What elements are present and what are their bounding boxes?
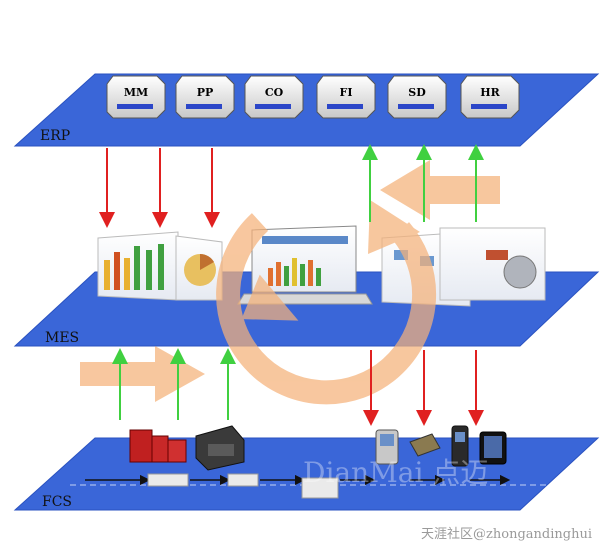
erp-to-mes-arrows — [99, 148, 220, 228]
fcs-plc-devices — [129, 425, 245, 471]
erp-module-label: HR — [480, 86, 500, 99]
erp-module-pp[interactable]: PP — [175, 75, 235, 119]
erp-module-mm[interactable]: MM — [106, 75, 166, 119]
fcs-to-mes-arrows — [112, 348, 236, 420]
brand-watermark: DianMai 点迈 — [303, 456, 488, 489]
data-flow-arrows — [80, 160, 500, 405]
mes-to-erp-arrows — [362, 144, 484, 222]
mes-chart-screens — [97, 231, 223, 301]
fcs-process-route — [70, 473, 548, 499]
erp-module-fi[interactable]: FI — [316, 75, 376, 119]
erp-label: ERP — [40, 128, 70, 144]
erp-module-co[interactable]: CO — [244, 75, 304, 119]
mes-label: MES — [45, 330, 79, 346]
erp-module-hr[interactable]: HR — [460, 75, 520, 119]
erp-module-label: FI — [340, 86, 353, 99]
erp-module-label: MM — [124, 86, 148, 99]
erp-module-label: CO — [265, 86, 284, 99]
erp-module-label: PP — [197, 86, 214, 99]
credit-watermark: 天涯社区@zhongandinghui — [421, 526, 592, 542]
fcs-mobile-devices — [375, 425, 507, 467]
erp-module-sd[interactable]: SD — [387, 75, 447, 119]
erp-module-label: SD — [408, 86, 426, 99]
fcs-label: FCS — [42, 494, 72, 510]
mes-to-fcs-arrows — [363, 350, 484, 426]
